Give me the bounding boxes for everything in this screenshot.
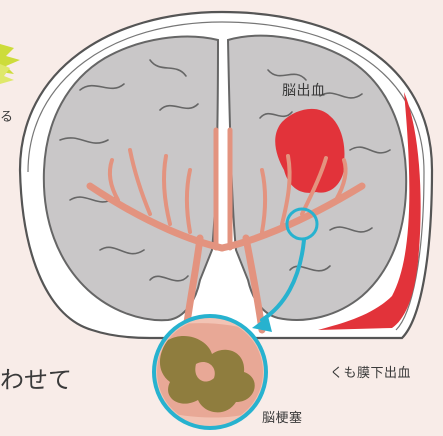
- edge-text-bottom-left: わせて: [0, 360, 72, 395]
- infarction-label: 脳梗塞: [262, 407, 303, 426]
- hemorrhage-label: 脳出血: [282, 80, 326, 100]
- starburst-icon: [0, 44, 20, 84]
- subarachnoid-label: くも膜下出血: [330, 362, 411, 381]
- edge-text-left-top: る: [0, 106, 13, 125]
